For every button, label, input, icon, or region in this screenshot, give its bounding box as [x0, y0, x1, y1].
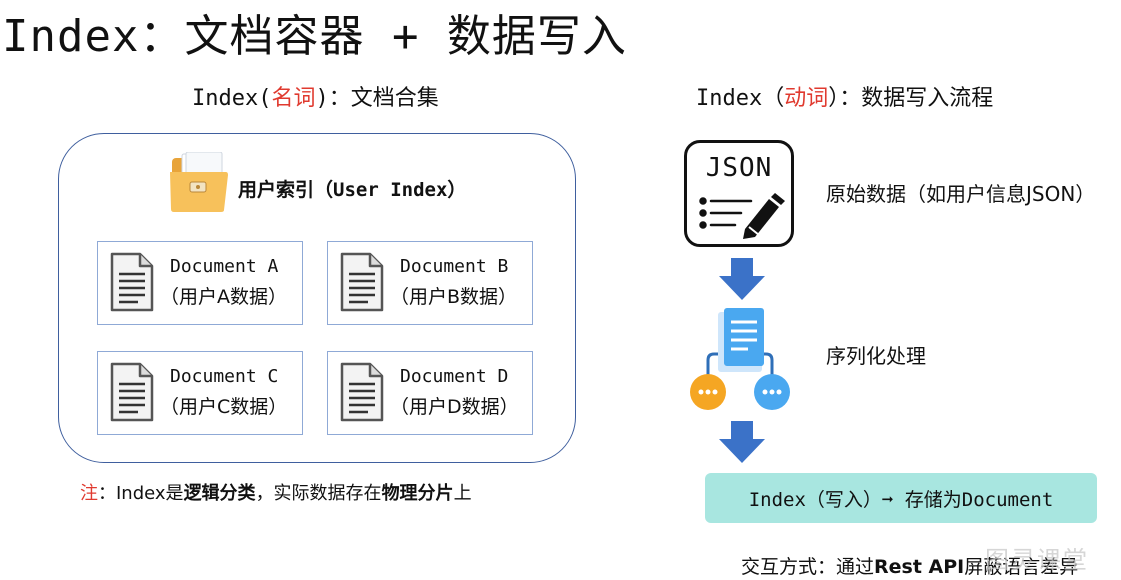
watermark: 图灵课堂	[985, 546, 1089, 574]
document-card-a: Document A （用户A数据）	[97, 241, 303, 325]
note-prefix: 注	[80, 483, 98, 504]
document-card-d: Document D （用户D数据）	[327, 351, 533, 435]
right-heading-post: ）：数据写入流程	[828, 86, 994, 111]
document-icon	[110, 362, 154, 426]
note-text-1: ：Index是	[98, 483, 184, 504]
document-name: Document D	[400, 366, 509, 387]
right-heading: Index（动词）：数据写入流程	[696, 80, 993, 112]
footer-post: 屏蔽语言差异	[964, 556, 1079, 578]
note: 注：Index是逻辑分类，实际数据存在物理分片上	[80, 479, 472, 505]
arrow-down-icon	[719, 258, 765, 304]
left-heading-pre: Index(	[192, 86, 272, 111]
footer-bold: Rest API	[874, 556, 965, 578]
document-name: Document B	[400, 256, 509, 277]
index-container	[58, 133, 576, 463]
document-card-c: Document C （用户C数据）	[97, 351, 303, 435]
note-text-2: ，实际数据存在	[255, 483, 382, 504]
right-heading-verb: 动词	[784, 86, 829, 111]
left-heading-post: )：文档合集	[315, 86, 439, 111]
step-raw-data: 原始数据（如用户信息JSON）	[826, 182, 1096, 206]
document-owner: （用户D数据）	[390, 396, 519, 418]
json-label: JSON	[705, 153, 773, 183]
document-icon	[340, 252, 384, 316]
step-serialization: 序列化处理	[826, 344, 926, 368]
json-icon: JSON	[684, 140, 794, 247]
page-title: Index：文档容器 + 数据写入	[2, 11, 627, 62]
document-owner: （用户A数据）	[160, 286, 287, 308]
note-bold-1: 逻辑分类	[183, 483, 256, 504]
document-icon	[340, 362, 384, 426]
document-name: Document A	[170, 256, 279, 277]
serialization-icon	[688, 308, 792, 416]
document-name: Document C	[170, 366, 279, 387]
right-heading-pre: Index（	[696, 86, 785, 111]
result-box: Index（写入）➞ 存储为Document	[705, 473, 1097, 523]
result-label: Index（写入）➞ 存储为Document	[748, 489, 1054, 511]
document-owner: （用户B数据）	[390, 286, 518, 308]
note-text-3: 上	[453, 483, 472, 504]
footer-pre: 交互方式：通过	[741, 556, 875, 578]
document-owner: （用户C数据）	[160, 396, 288, 418]
folder-icon	[168, 151, 230, 218]
folder-label: 用户索引（User Index）	[238, 179, 467, 201]
note-bold-2: 物理分片	[381, 483, 454, 504]
document-icon	[110, 252, 154, 316]
left-heading: Index(名词)：文档合集	[192, 80, 439, 112]
arrow-down-icon	[719, 421, 765, 467]
footer-note: 交互方式：通过Rest API屏蔽语言差异	[741, 552, 1078, 579]
document-card-b: Document B （用户B数据）	[327, 241, 533, 325]
left-heading-noun: 名词	[271, 86, 316, 111]
